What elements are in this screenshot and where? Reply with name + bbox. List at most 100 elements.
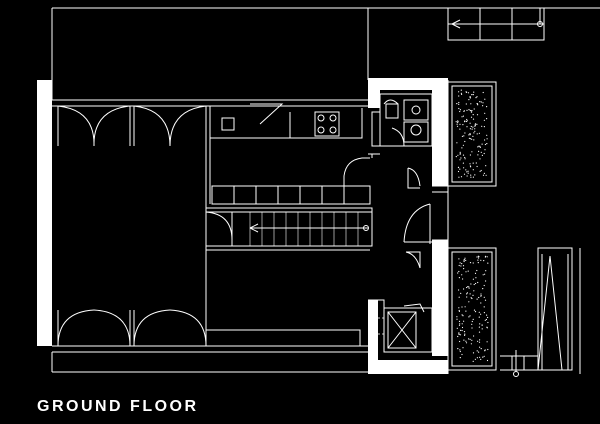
gravel-dot bbox=[477, 257, 480, 259]
gravel-dot bbox=[487, 321, 489, 324]
gravel-dot bbox=[476, 269, 478, 272]
gravel-dot bbox=[465, 169, 467, 171]
gravel-dot bbox=[468, 301, 470, 303]
gravel-dot bbox=[456, 327, 458, 329]
gravel-dot bbox=[461, 353, 463, 356]
gravel-dot bbox=[483, 126, 485, 128]
gravel-dot bbox=[479, 346, 481, 348]
gravel-dot bbox=[479, 339, 481, 341]
gravel-dot bbox=[468, 137, 470, 139]
gravel-dot bbox=[458, 289, 460, 291]
gravel-dot bbox=[484, 319, 486, 321]
entrance-lobby bbox=[368, 299, 433, 353]
gravel-dot bbox=[478, 311, 480, 313]
gravel-dot bbox=[480, 169, 482, 172]
gravel-dot bbox=[487, 262, 489, 264]
gravel-dot bbox=[470, 116, 473, 118]
gravel-dot bbox=[485, 318, 487, 321]
gravel-dot bbox=[461, 314, 463, 316]
gravel-dot bbox=[476, 350, 478, 352]
gravel-dot bbox=[460, 157, 462, 159]
gravel-dot bbox=[463, 259, 465, 261]
gravel-dot bbox=[457, 154, 459, 156]
gravel-dot bbox=[476, 103, 478, 105]
gravel-dot bbox=[469, 133, 471, 135]
gravel-dot bbox=[483, 312, 485, 314]
gravel-dot bbox=[469, 163, 471, 165]
gravel-dot bbox=[483, 355, 485, 357]
gravel-dot bbox=[479, 323, 481, 325]
gravel-dot bbox=[463, 331, 466, 333]
gravel-dot bbox=[476, 165, 478, 168]
gravel-dot bbox=[486, 256, 488, 258]
gravel-dot bbox=[471, 323, 473, 325]
gravel-dot bbox=[464, 132, 466, 134]
gravel-dot bbox=[461, 306, 463, 308]
gravel-dot bbox=[484, 98, 486, 100]
gravel-dot bbox=[469, 97, 471, 99]
gravel-dot bbox=[484, 149, 486, 151]
gravel-dot bbox=[470, 111, 473, 113]
gravel-dot bbox=[456, 103, 458, 105]
gravel-dot bbox=[477, 255, 479, 257]
gravel-dot bbox=[479, 170, 481, 172]
gravel-dot bbox=[460, 265, 462, 267]
gravel-dot bbox=[464, 333, 466, 335]
gravel-dot bbox=[476, 298, 478, 300]
gravel-dot bbox=[479, 145, 481, 147]
gravel-dot bbox=[471, 320, 473, 323]
roof-outline bbox=[51, 7, 600, 100]
gravel-dot bbox=[464, 257, 466, 259]
gravel-dot bbox=[465, 259, 467, 261]
gravel-dot bbox=[462, 347, 464, 349]
gravel-dot bbox=[479, 356, 481, 358]
gravel-dot bbox=[458, 258, 460, 260]
gravel-dot bbox=[476, 114, 479, 116]
gravel-dot bbox=[461, 329, 463, 332]
gravel-dot bbox=[479, 158, 481, 160]
gravel-dot bbox=[482, 105, 484, 107]
gravel-dot bbox=[483, 306, 485, 308]
gravel-dot bbox=[474, 124, 476, 126]
gravel-dot bbox=[464, 158, 466, 160]
gravel-dot bbox=[462, 162, 464, 164]
gravel-dot bbox=[463, 135, 465, 137]
gravel-dot bbox=[470, 110, 472, 112]
gravel-dot bbox=[461, 147, 463, 149]
gravel-dot bbox=[483, 296, 485, 298]
gravel-dot bbox=[458, 296, 460, 298]
gravel-dot bbox=[458, 101, 460, 104]
gravel-dot bbox=[466, 91, 468, 93]
gravel-dot bbox=[472, 118, 475, 120]
gravel-dot bbox=[457, 348, 459, 350]
gravel-dot bbox=[463, 173, 466, 175]
gravel-dot bbox=[471, 94, 473, 96]
gravel-dot bbox=[462, 115, 464, 117]
gravel-dot bbox=[473, 309, 476, 311]
planter-gravel-top bbox=[455, 89, 488, 178]
gravel-dot bbox=[476, 357, 478, 359]
gravel-dot bbox=[486, 138, 488, 140]
gravel-dot bbox=[458, 176, 460, 178]
gravel-dot bbox=[464, 334, 466, 336]
gravel-dot bbox=[474, 358, 476, 360]
gravel-dot bbox=[480, 151, 482, 153]
gravel-dot bbox=[466, 171, 468, 173]
gravel-dot bbox=[459, 109, 461, 111]
gravel-dot bbox=[471, 297, 473, 300]
gravel-dot bbox=[459, 159, 461, 161]
gravel-dot bbox=[467, 170, 469, 172]
gravel-dot bbox=[469, 293, 471, 295]
gravel-dot bbox=[477, 281, 479, 284]
bottom-folding-doors bbox=[57, 309, 207, 347]
gravel-dot bbox=[457, 120, 459, 122]
gravel-dot bbox=[459, 357, 461, 359]
gravel-dot bbox=[460, 89, 462, 91]
gravel-dot bbox=[456, 123, 458, 125]
gravel-dot bbox=[469, 128, 471, 130]
gravel-dot bbox=[458, 324, 461, 326]
gravel-dot bbox=[480, 293, 482, 295]
gravel-dot bbox=[484, 139, 486, 141]
gravel-dot bbox=[484, 350, 486, 352]
gravel-dot bbox=[459, 334, 462, 336]
